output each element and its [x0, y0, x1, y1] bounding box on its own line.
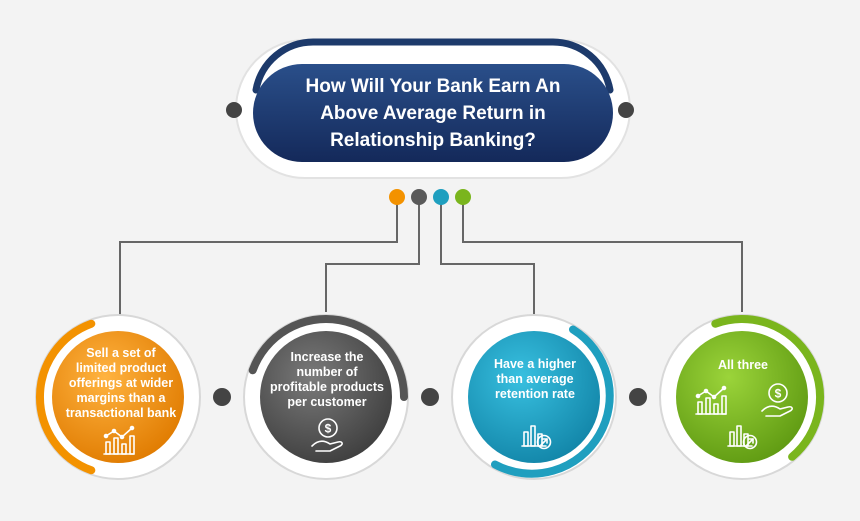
- option-label-line: retention rate: [495, 387, 575, 401]
- title-line: How Will Your Bank Earn An: [305, 75, 561, 97]
- option-circle-fill: [52, 331, 184, 463]
- title-line: Relationship Banking?: [330, 129, 536, 151]
- connector-line-1: [119, 204, 398, 318]
- title-pill: [253, 64, 613, 162]
- money-hand-icon: $: [761, 383, 793, 417]
- icons: $: [103, 383, 793, 455]
- option-accent-arc: [491, 325, 614, 478]
- option-circle-fill: [676, 331, 808, 463]
- title-left-dot: [226, 102, 242, 118]
- option-accent-arc: [711, 314, 825, 461]
- bar-arrow-icon: [521, 425, 552, 450]
- separator-dot-2: [421, 388, 439, 406]
- option-label-line: limited product: [75, 361, 167, 375]
- option-circles: [35, 314, 825, 480]
- diagram-title: How Will Your Bank Earn An Above Average…: [258, 68, 608, 158]
- connector-dot-green: [455, 189, 471, 205]
- separator-dot-1: [213, 388, 231, 406]
- separator-dots: [213, 388, 647, 406]
- connector-dots: [389, 189, 471, 205]
- option-label-4: All three: [678, 358, 808, 373]
- option-label-line: number of: [296, 365, 358, 379]
- option-circle-fill: [468, 331, 600, 463]
- connector-dot-blue: [433, 189, 449, 205]
- option-label-line: transactional bank: [65, 406, 177, 420]
- option-circle-fill: [260, 331, 392, 463]
- option-label-line: offerings at wider: [68, 376, 174, 390]
- svg-text:$: $: [325, 422, 332, 436]
- growth-chart-icon: [695, 385, 727, 415]
- title-right-dot: [618, 102, 634, 118]
- option-label-2: Increase the number of profitable produc…: [262, 350, 392, 410]
- connectors: [119, 204, 743, 332]
- money-hand-icon: $: [311, 418, 343, 452]
- option-label-3: Have a higher than average retention rat…: [470, 357, 600, 402]
- option-label-line: Increase the: [290, 350, 364, 364]
- svg-text:$: $: [775, 387, 782, 401]
- title-frame: [226, 38, 634, 179]
- option-label-line: All three: [717, 358, 768, 372]
- connector-dot-orange: [389, 189, 405, 205]
- option-label-1: Sell a set of limited product offerings …: [56, 346, 186, 421]
- connector-line-2: [325, 204, 420, 312]
- option-accent-arc: [248, 314, 408, 401]
- bar-arrow-icon: [727, 425, 758, 450]
- connector-line-4: [462, 204, 743, 312]
- separator-dot-3: [629, 388, 647, 406]
- connector-line-3: [440, 204, 535, 332]
- growth-chart-icon: [103, 425, 135, 455]
- connector-dot-gray: [411, 189, 427, 205]
- option-label-line: per customer: [287, 395, 367, 409]
- option-label-line: margins than a: [76, 391, 166, 405]
- option-label-line: than average: [496, 372, 574, 386]
- option-label-line: Sell a set of: [86, 346, 156, 360]
- option-label-line: Have a higher: [494, 357, 576, 371]
- title-top-arc: [252, 38, 614, 94]
- option-label-line: profitable products: [270, 380, 384, 394]
- title-line: Above Average Return in: [320, 102, 546, 124]
- option-accent-arc: [35, 319, 96, 475]
